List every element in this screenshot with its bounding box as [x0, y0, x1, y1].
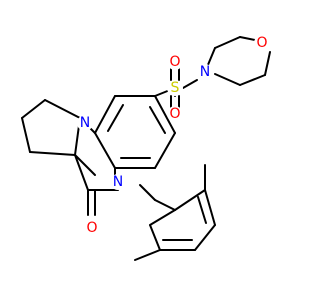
bond: [239, 36, 256, 41]
bond: [94, 95, 116, 134]
bond: [174, 189, 206, 211]
atom-label: N: [80, 115, 90, 131]
atom-label: O: [169, 54, 180, 70]
bond: [94, 132, 116, 169]
atom-nm: N: [197, 64, 213, 80]
atom-label: O: [256, 35, 267, 51]
bond: [74, 154, 89, 191]
bond: [149, 106, 166, 134]
atom-o1: O: [167, 54, 183, 70]
atom-label-background: [77, 115, 93, 131]
bond: [154, 199, 176, 211]
bond: [134, 249, 161, 261]
bond: [107, 104, 124, 132]
bond: [139, 184, 156, 201]
bond: [29, 151, 76, 156]
bond: [21, 117, 31, 153]
atom-label: O: [169, 106, 180, 122]
bond: [194, 224, 216, 251]
atom-label: S: [171, 80, 180, 96]
bond: [214, 73, 241, 86]
atom-oc: O: [84, 220, 100, 236]
bond: [21, 99, 46, 119]
bond: [204, 189, 216, 226]
bond: [239, 74, 266, 86]
atom-om: O: [254, 35, 270, 51]
atom-n2: N: [110, 174, 126, 190]
atom-label: O: [86, 220, 97, 236]
bond-layer: [21, 36, 271, 261]
bond: [149, 224, 161, 251]
atom-label-background: [167, 106, 183, 122]
bond: [149, 209, 176, 226]
bond: [264, 51, 271, 76]
atom-label-background: [84, 220, 100, 236]
bond: [197, 196, 207, 224]
atom-label-background: [167, 80, 183, 96]
atom-s: S: [167, 80, 183, 96]
atom-label: N: [113, 174, 123, 190]
bond: [154, 132, 176, 169]
atom-label-background: [110, 174, 126, 190]
atom-n1: N: [77, 115, 93, 131]
atom-label-background: [254, 35, 270, 51]
atom-o2: O: [167, 106, 183, 122]
atom-label-background: [167, 54, 183, 70]
bond: [74, 154, 96, 176]
bond: [182, 79, 198, 89]
bond: [44, 99, 81, 119]
bond: [154, 95, 176, 134]
bond: [214, 36, 241, 49]
atom-label: N: [200, 64, 210, 80]
atom-label-background: [197, 64, 213, 80]
